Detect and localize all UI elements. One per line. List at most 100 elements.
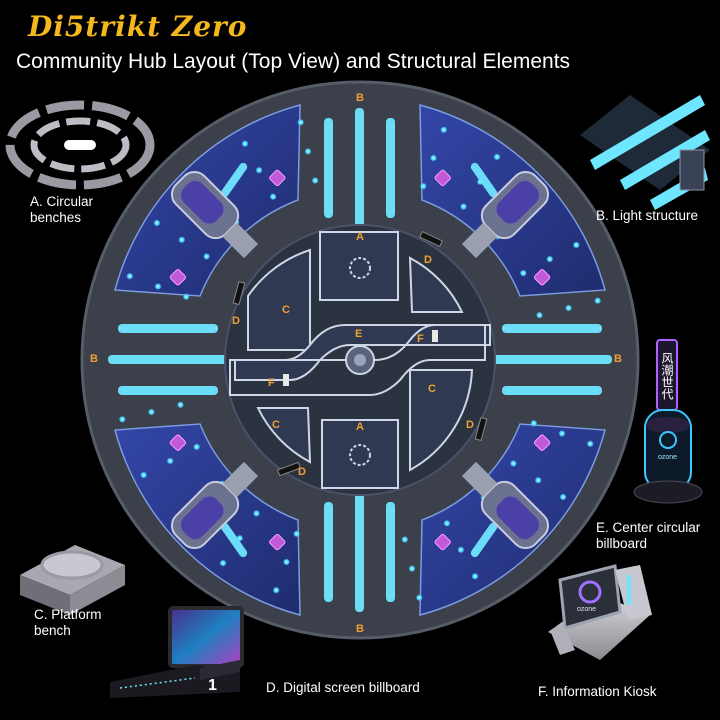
map-labels: B B B B A A E C C C D D D D F F [90, 92, 622, 635]
light-post [177, 401, 184, 409]
light-post [460, 203, 467, 211]
kiosk-marker [432, 330, 438, 342]
billboard-vertical-sign: 风潮世代 [660, 352, 674, 401]
planter [434, 169, 451, 187]
light-post [519, 269, 527, 277]
light-bar [470, 522, 498, 558]
light-post [440, 126, 448, 134]
central-platforms [229, 231, 491, 489]
light-post [219, 559, 227, 567]
screen-number: 1 [208, 677, 217, 694]
light-post [297, 118, 305, 126]
light-post [118, 415, 126, 423]
map-label-b: B [614, 353, 622, 365]
light-post [419, 182, 427, 190]
caption-info-kiosk: F. Information Kiosk [538, 684, 657, 699]
light-post [283, 558, 290, 566]
light-structure-illustration [580, 95, 710, 210]
kiosk-screen-text: ozone [577, 606, 596, 613]
light-post [594, 297, 602, 305]
platform-bench-ring [349, 257, 371, 279]
light-post [153, 219, 161, 227]
pod-bottom-left [170, 461, 259, 550]
caption-center-billboard: E. Center circular billboard [596, 520, 701, 551]
platform-left [247, 248, 311, 351]
map-label-c: C [272, 419, 280, 431]
light-post [140, 471, 148, 479]
map-label-b: B [356, 623, 364, 635]
screen-billboard-marker [419, 230, 443, 248]
pod-bottom-right [461, 461, 550, 550]
map-label-c: C [282, 304, 290, 316]
light-post [193, 443, 201, 451]
light-post [182, 293, 190, 301]
center-billboard-illustration: 风潮世代 ozone [633, 339, 703, 504]
light-post [253, 509, 260, 517]
light-post [509, 460, 517, 467]
map-label-d: D [232, 315, 240, 327]
light-structures [108, 108, 612, 612]
light-bar [220, 162, 248, 198]
center-s-walkway-lower [229, 324, 486, 396]
platform-bottom-left [256, 407, 312, 464]
platform-top-right [408, 256, 464, 313]
platform-top [319, 231, 399, 301]
light-post [241, 140, 249, 148]
planter [169, 269, 187, 286]
light-post [272, 586, 280, 594]
map-label-f: F [417, 333, 424, 345]
light-bar [108, 355, 228, 364]
light-post [293, 530, 301, 538]
light-post [530, 419, 538, 427]
light-post [558, 430, 566, 437]
map-label-d: D [466, 419, 474, 431]
digital-screen-illustration: 1 [110, 606, 244, 698]
light-post [269, 193, 277, 201]
light-bar [470, 162, 498, 198]
platform-bench-illustration [20, 545, 125, 615]
planter [169, 434, 187, 451]
map-label-c: C [428, 383, 436, 395]
map-label-d: D [298, 466, 306, 478]
light-post [443, 519, 451, 527]
light-post [565, 304, 573, 312]
light-bar [355, 108, 364, 228]
planter [434, 533, 451, 551]
caption-platform-bench: C. Platform bench [34, 607, 102, 638]
light-post [154, 283, 162, 290]
planter [269, 169, 286, 187]
light-post [311, 177, 319, 184]
platform-bottom [321, 419, 399, 489]
light-bar [386, 118, 395, 218]
light-bar [324, 118, 333, 218]
light-post [457, 546, 465, 554]
map-label-b: B [90, 353, 98, 365]
light-post [408, 565, 416, 573]
planter [269, 533, 286, 551]
platform-right [409, 369, 474, 472]
kiosk-marker [283, 374, 289, 386]
light-post [415, 594, 423, 602]
platform-bench-ring [349, 444, 371, 466]
light-bar [502, 324, 602, 333]
light-post [493, 153, 501, 161]
light-post [572, 241, 580, 249]
center-s-walkway [234, 324, 491, 381]
info-kiosk-illustration: ozone [548, 564, 652, 660]
light-post [401, 536, 409, 543]
light-post [304, 147, 312, 155]
light-post [546, 255, 554, 263]
pod-top-left [170, 170, 259, 259]
map-label-d: D [424, 254, 432, 266]
light-bar [492, 355, 612, 364]
light-post [147, 408, 155, 416]
map-label-e: E [355, 328, 362, 340]
light-post [166, 457, 174, 465]
map-label-f: F [268, 377, 275, 389]
light-post [126, 272, 134, 280]
caption-light-structure: B. Light structure [596, 208, 699, 223]
light-bar [386, 502, 395, 602]
light-bar [324, 502, 333, 602]
light-post [471, 572, 479, 580]
